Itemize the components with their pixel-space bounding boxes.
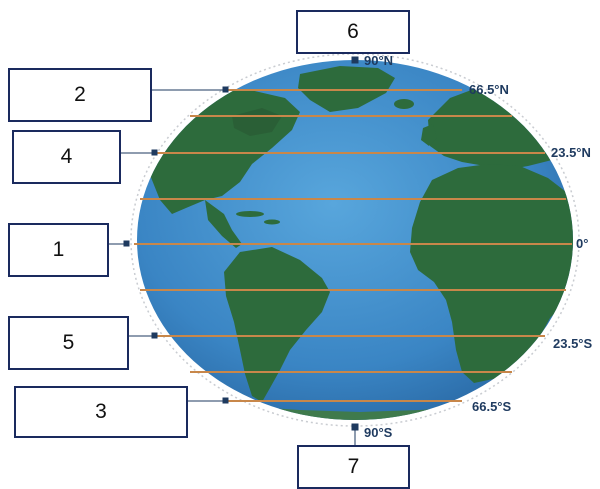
south-america-landmass — [224, 247, 330, 402]
label-south-pole: 90°S — [364, 425, 393, 440]
answer-box-tropic-of-cancer[interactable]: 4 — [12, 130, 121, 184]
marker-south-pole — [351, 423, 359, 431]
british-isles-landmass — [421, 124, 437, 146]
label-north-pole: 90°N — [364, 53, 393, 68]
caribbean-island — [236, 211, 264, 217]
globe-outline — [130, 53, 580, 427]
marker-tropic-of-cancer — [151, 149, 158, 156]
caribbean-island — [264, 219, 280, 225]
label-arctic-circle: 66.5°N — [469, 82, 509, 97]
africa-landmass — [410, 164, 573, 383]
marker-north-pole — [351, 56, 359, 64]
answer-box-equator[interactable]: 1 — [8, 223, 109, 277]
label-equator: 0° — [576, 236, 588, 251]
answer-box-north-pole[interactable]: 6 — [296, 10, 410, 54]
marker-tropic-of-capricorn — [151, 332, 158, 339]
latitude-lines — [134, 89, 572, 402]
answer-box-arctic-circle[interactable]: 2 — [8, 68, 152, 122]
answer-box-south-pole[interactable]: 7 — [297, 445, 410, 489]
label-tropic-of-capricorn: 23.5°S — [553, 336, 593, 351]
answer-box-tropic-of-capricorn[interactable]: 5 — [8, 316, 129, 370]
label-tropic-of-cancer: 23.5°N — [551, 145, 591, 160]
answer-box-antarctic-circle[interactable]: 3 — [14, 386, 188, 438]
marker-antarctic-circle — [222, 397, 229, 404]
marker-equator — [123, 240, 130, 247]
central-america-landmass — [205, 200, 242, 248]
iceland-landmass — [394, 99, 414, 109]
label-antarctic-circle: 66.5°S — [472, 399, 512, 414]
marker-arctic-circle — [222, 86, 229, 93]
